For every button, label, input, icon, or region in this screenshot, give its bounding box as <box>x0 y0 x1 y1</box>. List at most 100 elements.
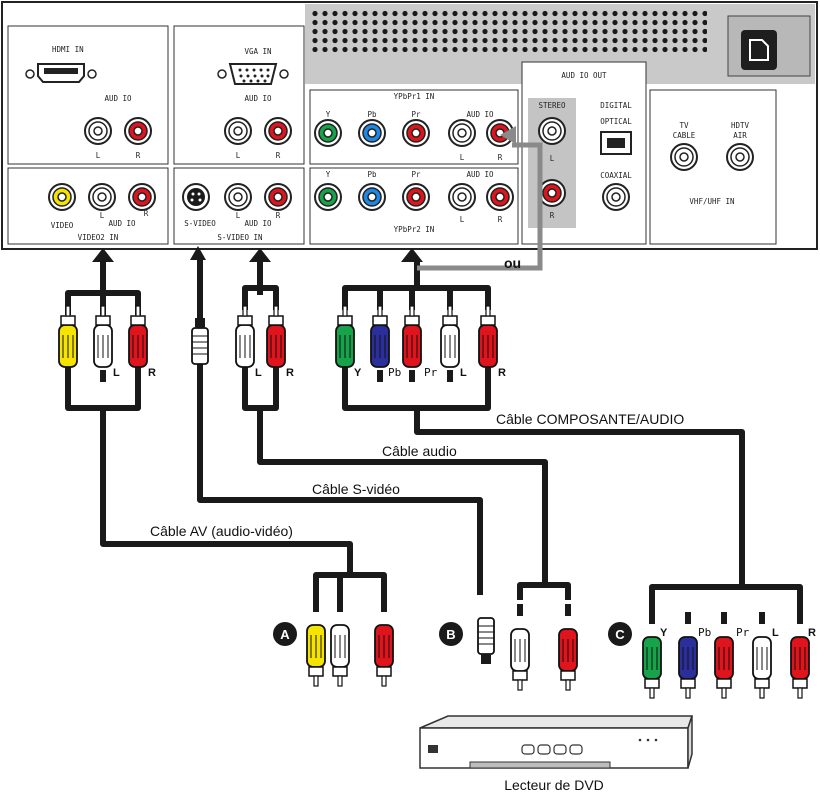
audio-jack-left <box>448 119 476 147</box>
pr-plug <box>714 612 734 699</box>
pb-label: Pb <box>367 110 377 119</box>
audio-label: AUD IO <box>244 94 272 103</box>
plug-label-l: L <box>772 627 779 639</box>
right-label: R <box>498 153 503 162</box>
optical-port <box>600 131 632 155</box>
arrow-up-icon <box>92 248 114 262</box>
plug-label-r: R <box>148 367 156 379</box>
svg-text:A: A <box>280 627 290 642</box>
hdmi-in-label: HDMI IN <box>52 45 84 54</box>
arrows <box>92 246 423 328</box>
component-cable-label: Câble COMPOSANTE/AUDIO <box>496 411 684 427</box>
video-plug <box>58 305 78 382</box>
audio-jack-left <box>224 117 252 145</box>
y-label: Y <box>326 170 331 179</box>
arrow-up-icon <box>249 248 271 262</box>
plug-label-r: R <box>808 627 816 639</box>
hdtv-air-jack <box>726 143 754 171</box>
arrow-up-icon <box>190 246 206 260</box>
audio-plug-left <box>235 305 255 382</box>
audio-plug-left <box>752 612 772 699</box>
audio-plug-left <box>510 604 530 691</box>
pr-label: Pr <box>411 170 421 179</box>
audio-out-label: AUD IO OUT <box>561 71 607 80</box>
audio-out-alternative-route <box>417 142 543 271</box>
air-label: AIR <box>733 131 747 140</box>
coaxial-jack <box>602 183 630 211</box>
vga-in-label: VGA IN <box>244 47 271 56</box>
video2-in-label: VIDEO2 IN <box>78 233 119 242</box>
svideo-jack <box>182 183 210 211</box>
vga-port <box>217 63 289 85</box>
right-label: R <box>498 215 503 224</box>
audio-jack-right <box>264 117 292 145</box>
y-jack <box>314 183 342 211</box>
coaxial-label: COAXIAL <box>600 171 632 180</box>
audio-jack-left <box>84 117 112 145</box>
audio-label: AUD IO <box>466 110 494 119</box>
left-label: L <box>460 153 465 162</box>
plug-label-r: R <box>498 367 506 379</box>
plug-label-pr: Pr <box>424 366 438 379</box>
audio-label: AUD IO <box>104 94 132 103</box>
audio-plug-right <box>558 604 578 691</box>
av-cable-label: Câble AV (audio-vidéo) <box>150 523 293 539</box>
pr-jack <box>402 119 430 147</box>
arrow-up-icon <box>401 248 423 262</box>
audio-plug-right <box>790 612 810 699</box>
svideo-cable-label: Câble S-vidéo <box>312 481 400 497</box>
right-label: R <box>136 151 141 160</box>
pr-plug <box>402 305 422 382</box>
badge-c: C <box>608 622 632 646</box>
audio-out-jack-right <box>538 179 566 207</box>
audio-cable-label: Câble audio <box>382 443 457 459</box>
video-plug <box>306 600 326 687</box>
plug-label-pb: Pb <box>388 366 401 379</box>
audio-jack-left <box>448 183 476 211</box>
pb-jack <box>358 119 386 147</box>
y-plug <box>642 612 662 699</box>
optical-label: OPTICAL <box>600 117 632 126</box>
plug-label-l: L <box>460 367 467 379</box>
plug-label-pb: Pb <box>698 626 711 639</box>
right-label: R <box>276 151 281 160</box>
audio-plug-right <box>374 600 394 687</box>
audio-jack-right <box>486 183 514 211</box>
badge-b: B <box>439 622 463 646</box>
tv-cable-jack <box>670 143 698 171</box>
pb-label: Pb <box>367 170 377 179</box>
digital-label: DIGITAL <box>600 101 632 110</box>
vhf-uhf-in-label: VHF/UHF IN <box>689 197 734 206</box>
stereo-label: STEREO <box>538 101 566 110</box>
plug-label-y: Y <box>354 367 362 379</box>
audio-label: AUD IO <box>108 219 136 228</box>
svideo-in-label: S-VIDEO IN <box>217 233 262 242</box>
right-label: R <box>144 209 149 218</box>
left-label: L <box>236 211 241 220</box>
audio-jack-left <box>224 183 252 211</box>
plug-label-r: R <box>286 367 294 379</box>
hdmi-port <box>25 63 97 83</box>
power-socket-icon <box>727 15 811 77</box>
plug-label-y: Y <box>660 627 668 639</box>
audio-plug-left <box>93 305 113 382</box>
pb-plug <box>678 612 698 699</box>
right-label: R <box>550 211 555 220</box>
audio-plug-right <box>266 305 286 382</box>
audio-label: AUD IO <box>244 219 272 228</box>
svideo-label: S-VIDEO <box>184 219 216 228</box>
svg-text:C: C <box>615 627 625 642</box>
audio-out-jack-left <box>538 117 566 145</box>
pb-plug <box>370 305 390 382</box>
left-label: L <box>96 151 101 160</box>
audio-label: AUD IO <box>466 170 494 179</box>
arrow-left-icon <box>500 126 516 144</box>
cable-label: CABLE <box>673 131 696 140</box>
ypbpr2-in-label: YPbPr2 IN <box>394 225 435 234</box>
audio-jack-right <box>264 183 292 211</box>
svideo-plug <box>191 318 209 365</box>
left-label: L <box>460 215 465 224</box>
left-label: L <box>100 211 105 220</box>
dvd-player-icon <box>419 715 694 769</box>
